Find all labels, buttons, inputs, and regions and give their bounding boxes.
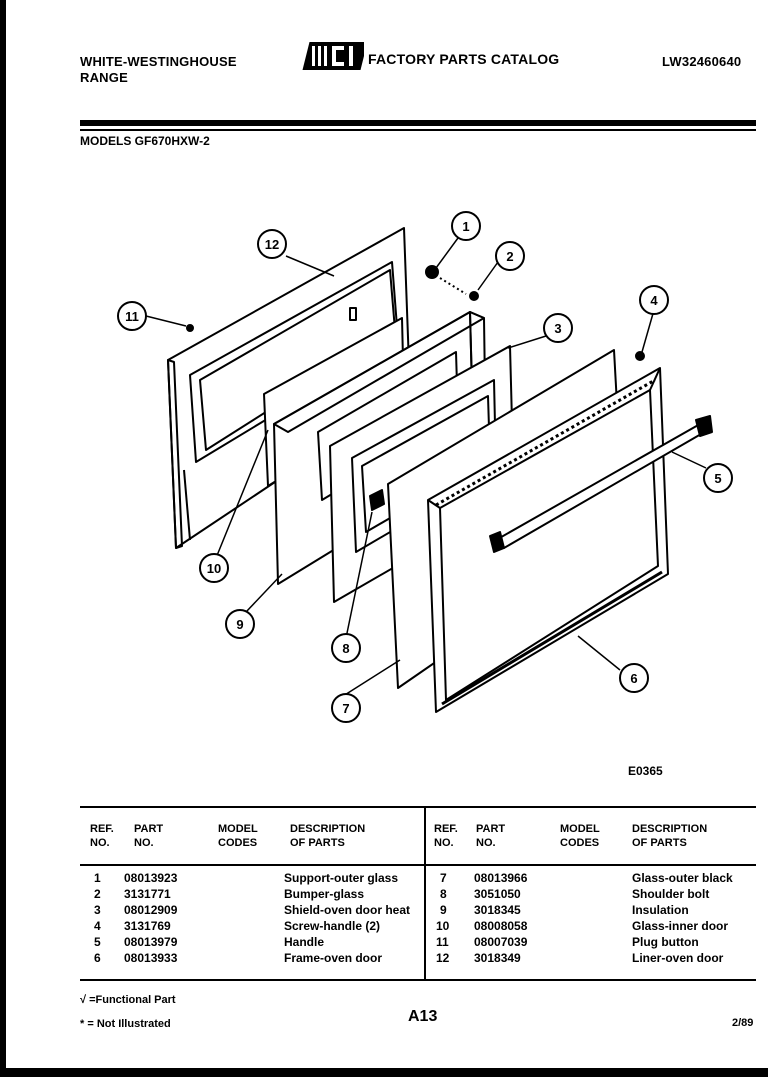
row-description: Shield-oven door heat bbox=[284, 903, 411, 917]
row-ref: 8 bbox=[440, 887, 447, 901]
row-ref: 6 bbox=[94, 951, 101, 965]
row-ref: 4 bbox=[94, 919, 101, 933]
row-ref: 7 bbox=[440, 871, 447, 885]
row-description: Plug button bbox=[632, 935, 699, 949]
header-ref-no: REF.NO. bbox=[90, 823, 114, 849]
row-part-no: 08008058 bbox=[474, 919, 528, 933]
row-ref: 10 bbox=[436, 919, 450, 933]
row-part-no: 3018349 bbox=[474, 951, 521, 965]
part-support-outer-glass bbox=[425, 265, 439, 279]
functional-part-legend: √ =Functional Part bbox=[80, 994, 176, 1006]
row-ref: 9 bbox=[440, 903, 447, 917]
row-part-no: 08013923 bbox=[124, 871, 178, 885]
wci-logo bbox=[302, 42, 364, 70]
header-rule-thick bbox=[80, 120, 756, 126]
row-ref: 3 bbox=[94, 903, 101, 917]
callout-4: 4 bbox=[650, 293, 658, 308]
row-description: Support-outer glass bbox=[284, 871, 399, 885]
callout-11: 11 bbox=[125, 309, 139, 324]
row-description: Glass-inner door bbox=[632, 919, 729, 933]
row-description: Screw-handle (2) bbox=[284, 919, 381, 933]
row-ref: 12 bbox=[436, 951, 450, 965]
callout-9: 9 bbox=[236, 617, 243, 632]
callout-6: 6 bbox=[630, 671, 637, 686]
scan-border-left bbox=[0, 0, 6, 1077]
row-ref: 2 bbox=[94, 887, 101, 901]
callout-1: 1 bbox=[462, 219, 469, 234]
exploded-door-diagram: 1 2 3 4 5 6 7 8 9 10 11 12 bbox=[117, 211, 733, 723]
part-handle bbox=[489, 415, 713, 553]
table-divider bbox=[424, 806, 426, 981]
part-plug-button bbox=[186, 324, 194, 332]
row-part-no: 3131769 bbox=[124, 919, 171, 933]
table-rule-header bbox=[80, 864, 756, 866]
not-illustrated-legend: * = Not Illustrated bbox=[80, 1018, 171, 1030]
callout-12: 12 bbox=[265, 237, 279, 252]
row-description: Insulation bbox=[632, 903, 689, 917]
row-part-no: 3131771 bbox=[124, 887, 171, 901]
row-part-no: 3051050 bbox=[474, 887, 521, 901]
page-number: A13 bbox=[408, 1008, 438, 1025]
callout-10: 10 bbox=[207, 561, 221, 576]
brand-name: WHITE-WESTINGHOUSE bbox=[80, 54, 237, 69]
row-description: Liner-oven door bbox=[632, 951, 724, 965]
callout-2: 2 bbox=[506, 249, 513, 264]
row-part-no: 3018345 bbox=[474, 903, 521, 917]
document-number: LW32460640 bbox=[662, 54, 742, 69]
row-ref: 5 bbox=[94, 935, 101, 949]
row-part-no: 08007039 bbox=[474, 935, 528, 949]
row-part-no: 08013933 bbox=[124, 951, 178, 965]
row-description: Glass-outer black bbox=[632, 871, 733, 885]
catalog-title: FACTORY PARTS CATALOG bbox=[368, 51, 560, 67]
scan-border-bottom bbox=[0, 1068, 768, 1077]
row-description: Handle bbox=[284, 935, 325, 949]
models-line: MODELS GF670HXW-2 bbox=[80, 134, 210, 148]
row-description: Shoulder bolt bbox=[632, 887, 710, 901]
callout-8: 8 bbox=[342, 641, 349, 656]
header-rule-thin bbox=[80, 129, 756, 131]
row-ref: 1 bbox=[94, 871, 101, 885]
product-type: RANGE bbox=[80, 70, 128, 85]
row-part-no: 08013979 bbox=[124, 935, 178, 949]
part-bumper-glass bbox=[469, 291, 479, 301]
header-ref-no: REF.NO. bbox=[434, 823, 458, 849]
brand-block: WHITE-WESTINGHOUSE RANGE bbox=[80, 54, 237, 86]
callout-3: 3 bbox=[554, 321, 561, 336]
table-rule-bottom bbox=[80, 979, 756, 981]
row-description: Bumper-glass bbox=[284, 887, 365, 901]
part-screw-handle bbox=[635, 351, 645, 361]
row-description: Frame-oven door bbox=[284, 951, 383, 965]
catalog-date: 2/89 bbox=[732, 1017, 754, 1029]
figure-reference: E0365 bbox=[628, 764, 663, 778]
callout-7: 7 bbox=[342, 701, 349, 716]
part-frame-oven-door bbox=[427, 367, 669, 713]
row-part-no: 08013966 bbox=[474, 871, 528, 885]
row-ref: 11 bbox=[436, 935, 449, 949]
row-part-no: 08012909 bbox=[124, 903, 178, 917]
table-rule-top bbox=[80, 806, 756, 808]
callout-5: 5 bbox=[714, 471, 721, 486]
